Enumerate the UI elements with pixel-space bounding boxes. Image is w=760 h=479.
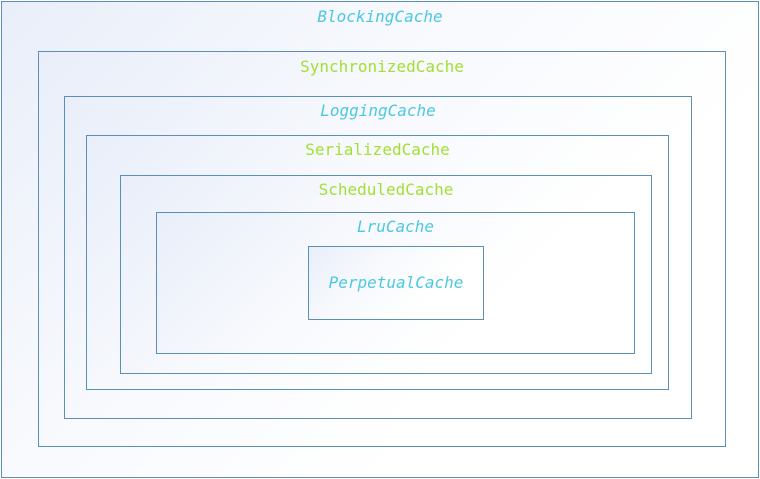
lru-cache-label: LruCache: [356, 217, 435, 236]
perpetual-cache-box: PerpetualCache: [308, 246, 484, 320]
perpetual-cache-label: PerpetualCache: [328, 273, 464, 292]
blocking-cache-label: BlockingCache: [317, 7, 443, 26]
logging-cache-label: LoggingCache: [320, 101, 436, 120]
serialized-cache-label: SerializedCache: [305, 140, 450, 159]
scheduled-cache-label: ScheduledCache: [318, 180, 454, 199]
synchronized-cache-label: SynchronizedCache: [300, 57, 464, 76]
